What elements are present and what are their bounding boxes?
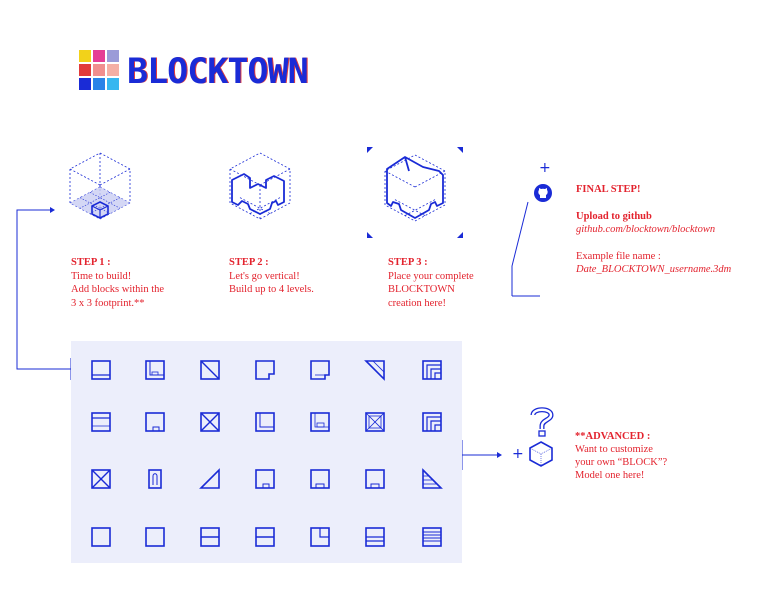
- custom-block-icon[interactable]: [529, 441, 553, 467]
- block-striped-ramp-tile[interactable]: [422, 468, 443, 489]
- step1-cube-diagram: [69, 152, 131, 220]
- github-url[interactable]: github.com/blocktown/blocktown: [576, 224, 716, 235]
- upload-label: Upload to github: [576, 210, 652, 222]
- block-frame-tile[interactable]: [365, 412, 385, 432]
- block-cube-tile[interactable]: [91, 527, 111, 547]
- advanced-title: **ADVANCED :: [575, 431, 651, 442]
- block-corner-tile[interactable]: [255, 412, 275, 432]
- block-stairs-tile[interactable]: [422, 360, 442, 380]
- example-filename: Date_BLOCKTOWN_username.3dm: [576, 264, 732, 275]
- step-2-title: STEP 2 :: [229, 257, 269, 268]
- step-2-line: Build up to 4 levels.: [229, 284, 314, 295]
- final-plus: +: [539, 160, 551, 176]
- block-quarter-tile[interactable]: [310, 527, 330, 547]
- block-cube-tile[interactable]: [145, 527, 165, 547]
- block-slab-tile[interactable]: [91, 412, 111, 432]
- example-label: Example file name :: [576, 250, 661, 262]
- github-icon: [534, 184, 552, 202]
- advanced-plus: +: [512, 446, 524, 462]
- advanced-text: **ADVANCED : Want to customize your own …: [575, 430, 667, 482]
- logo: BLOCKTOWN: [79, 50, 339, 95]
- block-door-tile[interactable]: [255, 469, 275, 489]
- step-3-title: STEP 3 :: [388, 257, 428, 268]
- block-notch-step-tile[interactable]: [310, 360, 330, 380]
- block-floor-tile[interactable]: [91, 360, 111, 380]
- step-3-line: Place your complete: [388, 270, 474, 282]
- block-cross-tile[interactable]: [91, 469, 111, 489]
- advanced-line: your own “BLOCK”?: [575, 457, 668, 468]
- step2-cube-diagram: [229, 152, 291, 220]
- step-2-line: Let's go vertical!: [229, 270, 300, 282]
- step3-cube-diagram: [367, 147, 463, 238]
- block-ramp-tile[interactable]: [364, 360, 385, 381]
- step-3-text: STEP 3 : Place your complete BLOCKTOWN c…: [388, 256, 474, 310]
- step-1-line: Add blocks within the: [71, 284, 165, 295]
- final-step-text: FINAL STEP! Upload to github github.com/…: [576, 183, 731, 277]
- block-palette: [71, 341, 462, 563]
- step-1-title: STEP 1 :: [71, 257, 111, 268]
- block-bench-tile[interactable]: [310, 412, 330, 432]
- block-lined-tile[interactable]: [422, 527, 442, 547]
- block-stair-tile[interactable]: [145, 360, 165, 380]
- step-1-line: 3 x 3 footprint.**: [71, 297, 145, 309]
- step-3-line: creation here!: [388, 297, 447, 309]
- logo-mark: [79, 50, 121, 92]
- block-cross-tile[interactable]: [200, 412, 220, 432]
- step-2-text: STEP 2 : Let's go vertical! Build up to …: [229, 256, 314, 297]
- question-mark-icon: [530, 407, 554, 437]
- block-stairs-tile[interactable]: [422, 412, 442, 432]
- block-split-tile[interactable]: [255, 527, 275, 547]
- block-door-tile[interactable]: [365, 469, 385, 489]
- step-1-text: STEP 1 : Time to build! Add blocks withi…: [71, 256, 164, 310]
- block-double-line-tile[interactable]: [365, 527, 385, 547]
- step-3-line: BLOCKTOWN: [388, 284, 455, 295]
- step-1-line: Time to build!: [71, 270, 132, 282]
- block-notch-tile[interactable]: [255, 360, 275, 380]
- advanced-line: Model one here!: [575, 470, 645, 481]
- block-diagonal-tile[interactable]: [200, 360, 220, 380]
- block-arch-tile[interactable]: [145, 469, 165, 489]
- advanced-line: Want to customize: [575, 444, 653, 455]
- block-door-tile[interactable]: [145, 412, 165, 432]
- block-triangle-tile[interactable]: [199, 468, 220, 489]
- brand-name: BLOCKTOWN: [127, 52, 309, 92]
- block-split-tile[interactable]: [200, 527, 220, 547]
- block-door-tile[interactable]: [310, 469, 330, 489]
- final-title: FINAL STEP!: [576, 184, 641, 195]
